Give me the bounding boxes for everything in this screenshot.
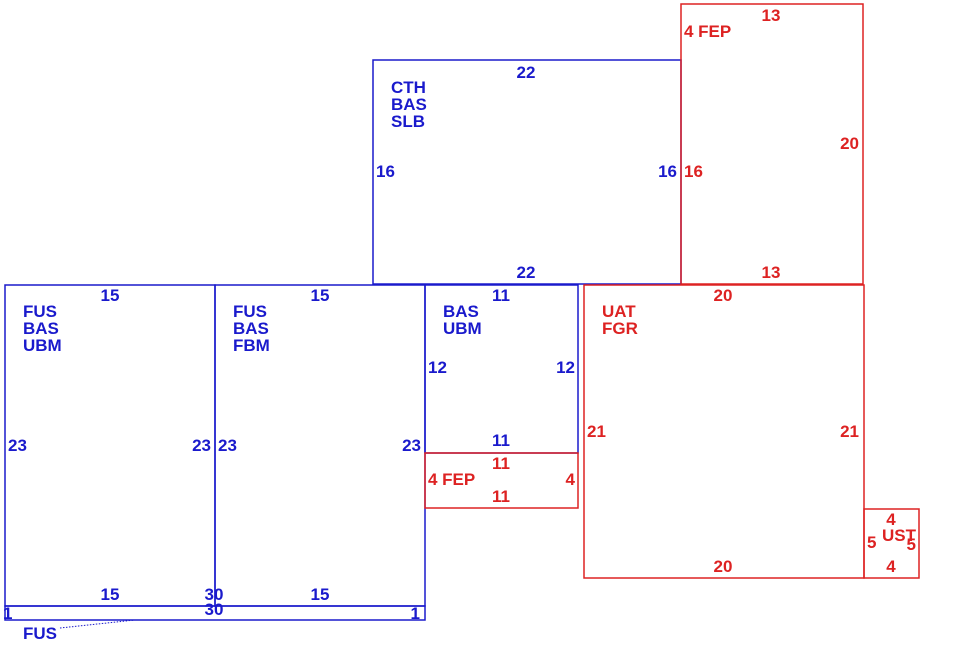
bas-ubm-code-2: UBM [443,319,482,338]
bas-ubm-dim-right: 12 [556,358,575,377]
fus-fbm-dim-bottom: 15 [311,585,330,604]
ust-code: UST [882,526,917,545]
fus-fbm-code-2: BAS [233,319,269,338]
uat-dim-left: 21 [587,422,606,441]
fep-lower-dim-right: 4 [566,470,576,489]
cth-dim-top: 22 [517,63,536,82]
panel-ust[interactable] [863,508,920,579]
fus-strip-dim-left: 1 [3,604,12,623]
fus-ubm-code-1: FUS [23,302,57,321]
fus-strip-dim-right: 1 [411,604,420,623]
uat-code-2: FGR [602,319,638,338]
uat-dim-top: 20 [714,286,733,305]
fus-fbm-dim-left: 23 [218,436,237,455]
fus-ubm-code-2: BAS [23,319,59,338]
cth-dim-left: 16 [376,162,395,181]
fus-strip-dim-top: 30 [205,585,224,604]
bas-ubm-code-1: BAS [443,302,479,321]
fep-upper-dim-left: 16 [684,162,703,181]
fus-fbm-dim-top: 15 [311,286,330,305]
panel-fep-lower[interactable] [424,452,579,509]
uat-code-1: UAT [602,302,636,321]
fus-ubm-dim-top: 15 [101,286,120,305]
cth-dim-right: 16 [658,162,677,181]
fep-upper-dim-right: 20 [840,134,859,153]
ust-dim-left: 5 [867,533,876,552]
fep-upper-dim-top: 13 [762,6,781,25]
bas-ubm-dim-left: 12 [428,358,447,377]
ust-dim-top: 4 [886,510,896,529]
fep-lower-dim-bottom: 11 [492,487,510,506]
cth-dim-bottom: 22 [517,263,536,282]
cth-code-2: BAS [391,95,427,114]
fus-ubm-code-3: UBM [23,336,62,355]
uat-dim-bottom: 20 [714,557,733,576]
ust-dim-right: 5 [907,535,916,554]
fep-upper-code: 4 FEP [684,22,731,41]
fus-strip-dim-bottom: 30 [205,600,224,619]
bas-ubm-dim-bottom: 11 [492,431,510,450]
cth-code-1: CTH [391,78,426,97]
bas-ubm-dim-top: 11 [492,286,510,305]
panel-uat-fgr[interactable] [583,284,865,579]
fus-fbm-dim-right: 23 [402,436,421,455]
panel-fep-upper[interactable] [680,3,864,285]
fus-leader-line [59,619,136,629]
fus-ubm-dim-right: 23 [192,436,211,455]
fep-upper-dim-bottom: 13 [762,263,781,282]
ust-dim-bottom: 4 [886,557,896,576]
uat-dim-right: 21 [840,422,859,441]
fus-fbm-code-3: FBM [233,336,270,355]
fep-lower-code: 4 FEP [428,470,475,489]
panel-fus-strip[interactable] [4,605,426,621]
fus-strip-code: FUS [23,624,57,643]
fep-lower-dim-top: 11 [492,454,510,473]
fus-ubm-dim-left: 23 [8,436,27,455]
cth-code-3: SLB [391,112,425,131]
fus-fbm-code-1: FUS [233,302,267,321]
fus-ubm-dim-bottom: 15 [101,585,120,604]
